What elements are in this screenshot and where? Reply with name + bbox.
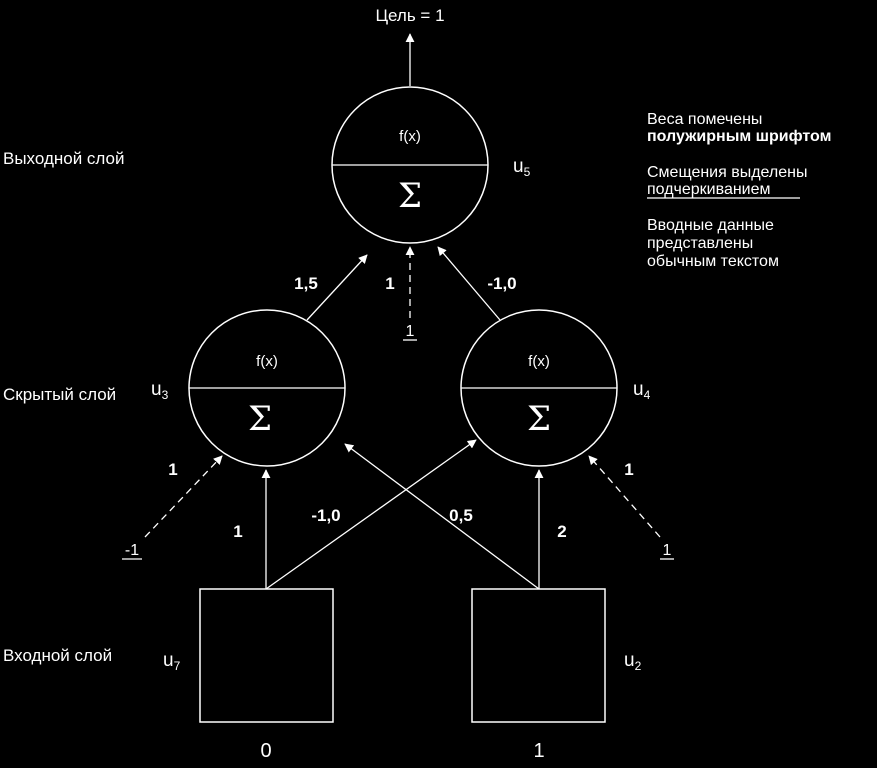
layer-label-output: Выходной слой xyxy=(3,149,125,168)
neuron-u5-sum: Σ xyxy=(398,176,422,216)
weight-u2-u4: 2 xyxy=(557,522,566,541)
legend-input-line2: представлены xyxy=(647,235,753,252)
layer-label-hidden: Скрытый слой xyxy=(3,385,116,404)
legend-weights-line1: Веса помечены xyxy=(647,111,762,128)
neuron-u3: f(x) Σ xyxy=(188,309,346,467)
node-label-u5: u5 xyxy=(513,156,531,179)
edge-u4-u5 xyxy=(437,246,501,321)
legend-input-line3: обычным текстом xyxy=(647,253,779,270)
weight-bias-u3: 1 xyxy=(168,460,177,479)
neuron-u5-activation: f(x) xyxy=(399,128,421,145)
input-value-u7: 0 xyxy=(260,740,271,762)
edge-bias-u3 xyxy=(144,455,223,538)
legend-weights-line2: полужирным шрифтом xyxy=(647,128,831,145)
node-label-u7: u7 xyxy=(163,650,181,673)
bias-u3: -1 xyxy=(125,542,139,559)
weight-u7-u3: 1 xyxy=(233,522,242,541)
node-label-u2: u2 xyxy=(624,650,642,673)
legend-bias-line1: Смещения выделены xyxy=(647,164,808,181)
target-label: Цель = 1 xyxy=(375,6,444,25)
weight-u2-u3: -1,0 xyxy=(311,506,340,525)
edge-bias-u4 xyxy=(588,455,661,538)
edge-u3-u5 xyxy=(306,254,368,321)
weight-u4-u5: -1,0 xyxy=(487,274,516,293)
input-node-u7 xyxy=(199,588,334,723)
edge-u2-u3 xyxy=(344,443,540,590)
neuron-u5: f(x) Σ xyxy=(331,86,489,244)
legend-input-line1: Вводные данные xyxy=(647,217,774,234)
neuron-u4: f(x) Σ xyxy=(460,309,618,467)
edge-u7-u4 xyxy=(265,439,477,590)
weight-bias-u5: 1 xyxy=(385,274,394,293)
legend-bias-line2: подчеркиванием xyxy=(647,181,771,198)
neuron-u3-sum: Σ xyxy=(248,399,272,439)
weight-bias-u4: 1 xyxy=(624,460,633,479)
weight-u7-u4: 0,5 xyxy=(449,506,473,525)
bias-u5: 1 xyxy=(406,323,415,340)
layer-label-input: Входной слой xyxy=(3,646,112,665)
input-value-u2: 1 xyxy=(533,740,544,762)
node-label-u4: u4 xyxy=(633,379,651,402)
legend: Веса помечены полужирным шрифтом Смещени… xyxy=(647,111,831,270)
weight-u3-u5: 1,5 xyxy=(294,274,318,293)
bias-u4: 1 xyxy=(663,542,672,559)
neuron-u3-activation: f(x) xyxy=(256,353,278,370)
input-node-u2 xyxy=(471,588,606,723)
node-label-u3: u3 xyxy=(151,379,169,402)
neuron-u4-sum: Σ xyxy=(527,399,551,439)
neuron-u4-activation: f(x) xyxy=(528,353,550,370)
